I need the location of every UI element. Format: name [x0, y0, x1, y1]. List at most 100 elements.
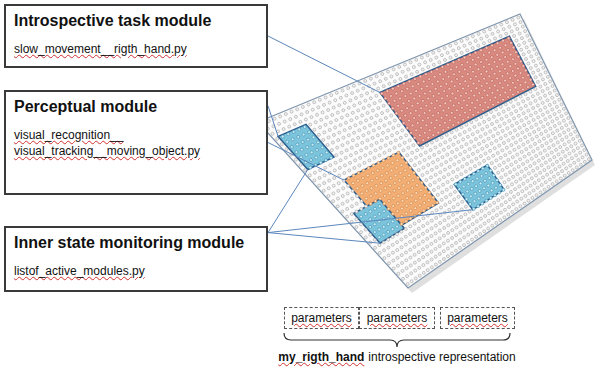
grid-dot [288, 125, 291, 128]
grid-dot [546, 154, 549, 157]
grid-dot [369, 225, 372, 228]
grid-dot [541, 90, 544, 93]
grid-dot [488, 51, 491, 54]
grid-dot [442, 78, 445, 81]
grid-dot [366, 182, 369, 185]
leader-line [268, 233, 380, 244]
grid-dot [465, 123, 468, 126]
grid-dot [503, 181, 506, 184]
grid-dot [462, 87, 465, 90]
grid-dot [450, 252, 453, 255]
grid-dot [527, 62, 530, 65]
grid-dot [507, 37, 510, 40]
grid-dot [391, 220, 394, 223]
grid-dot [452, 206, 455, 209]
grid-dot [497, 199, 500, 202]
grid-dot [412, 144, 415, 147]
grid-dot [536, 104, 539, 107]
grid-dot [555, 105, 558, 108]
grid-dot [430, 168, 433, 171]
grid-dot [488, 39, 491, 42]
grid-dot [434, 232, 437, 235]
grid-dot [334, 99, 337, 102]
grid-dot [452, 213, 455, 216]
grid-dot [426, 54, 429, 57]
grid-dot [364, 213, 367, 216]
grid-dot [433, 107, 436, 110]
grid-dot [467, 233, 470, 236]
grid-dot [443, 47, 446, 50]
grid-dot [473, 165, 476, 168]
grid-dot [426, 261, 429, 264]
grid-dot [475, 118, 478, 121]
grid-dot [415, 191, 418, 194]
grid-dot [473, 200, 476, 203]
grid-dot [504, 79, 507, 82]
grid-dot [432, 51, 435, 54]
grid-dot [373, 82, 376, 85]
grid-dot [517, 192, 520, 195]
grid-dot [523, 202, 526, 205]
grid-dot [449, 56, 452, 59]
grid-dot [430, 258, 433, 261]
grid-dot [483, 159, 486, 162]
grid-dot [472, 82, 475, 85]
grid-dot [493, 194, 496, 197]
grid-dot [507, 96, 510, 99]
grid-dot [380, 174, 383, 177]
grid-dot [558, 165, 561, 168]
grid-dot [461, 165, 464, 168]
grid-dot [407, 181, 410, 184]
grid-dot [468, 128, 471, 131]
grid-dot [357, 136, 360, 139]
grid-dot [452, 143, 455, 146]
grid-dot [496, 65, 499, 68]
grid-dot [448, 87, 451, 90]
grid-dot [435, 138, 438, 141]
grid-dot [347, 177, 350, 180]
grid-dot [524, 167, 527, 170]
grid-dot [487, 106, 490, 109]
grid-dot [456, 89, 459, 92]
grid-dot [585, 153, 588, 156]
grid-dot [435, 216, 438, 219]
grid-dot [469, 65, 472, 68]
grid-dot [336, 197, 339, 200]
grid-dot [306, 146, 309, 149]
grid-dot [485, 172, 488, 175]
grid-dot [489, 196, 492, 199]
grid-dot [487, 157, 490, 160]
grid-dot [527, 199, 530, 202]
grid-dot [417, 251, 420, 254]
grid-dot [522, 163, 525, 166]
grid-dot [309, 123, 312, 126]
grid-dot [444, 70, 447, 73]
grid-dot [392, 267, 395, 270]
grid-dot [354, 159, 357, 162]
grid-dot [526, 140, 529, 143]
grid-dot [567, 171, 570, 174]
grid-dot [369, 151, 372, 154]
grid-dot [355, 202, 358, 205]
grid-dot [363, 126, 366, 129]
grid-dot [417, 169, 420, 172]
grid-dot [520, 119, 523, 122]
module-title: parameters [291, 311, 352, 325]
grid-dot [443, 121, 446, 124]
grid-dot [447, 75, 450, 78]
grid-dot [341, 210, 344, 213]
grid-dot [426, 245, 429, 248]
grid-dot [494, 96, 497, 99]
grid-dot [385, 136, 388, 139]
grid-dot [512, 93, 515, 96]
grid-dot [544, 161, 547, 164]
grid-dot [418, 274, 421, 277]
grid-dot [416, 70, 419, 73]
grid-dot [279, 115, 282, 118]
grid-dot [383, 124, 386, 127]
grid-dot [373, 215, 376, 218]
grid-dot [549, 158, 552, 161]
grid-dot [281, 135, 284, 138]
grid-dot [375, 141, 378, 144]
grid-dot [479, 182, 482, 185]
